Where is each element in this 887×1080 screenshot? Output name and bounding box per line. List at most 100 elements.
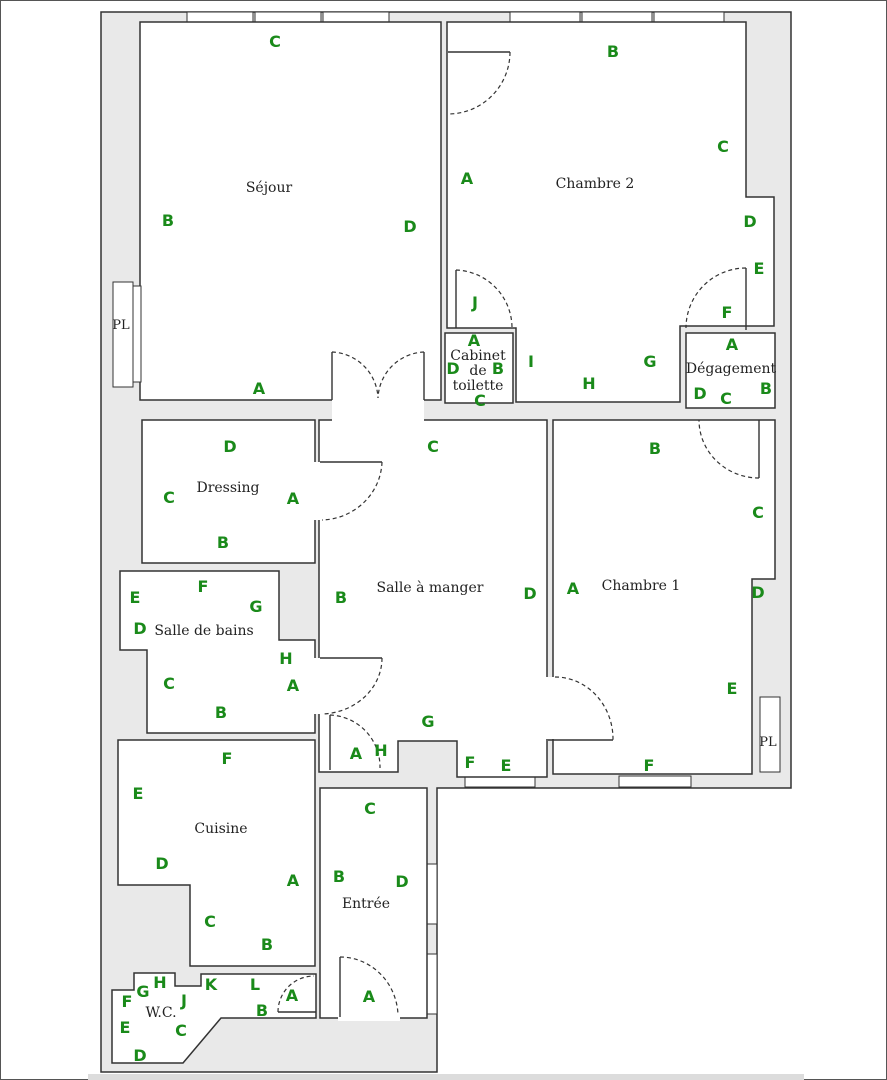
wall-tag: D bbox=[395, 872, 408, 891]
wall-tag: J bbox=[471, 293, 478, 312]
wall-tag: A bbox=[287, 871, 300, 890]
wall-tag: C bbox=[720, 389, 732, 408]
room-wc bbox=[111, 972, 317, 1064]
wall-tag: A bbox=[567, 579, 580, 598]
wall-tag: G bbox=[421, 712, 434, 731]
wall-tag: A bbox=[350, 744, 363, 763]
wall-tag: L bbox=[250, 975, 260, 994]
wall-tag: B bbox=[492, 359, 504, 378]
wall-tag: B bbox=[649, 439, 661, 458]
wall-tag: F bbox=[198, 577, 209, 596]
wall-tags: C B D A B A C D E F G H I J A D B C A D … bbox=[120, 32, 773, 1065]
wall-tag: D bbox=[751, 583, 764, 602]
wall-tag: C bbox=[163, 674, 175, 693]
wall-tag: C bbox=[204, 912, 216, 931]
wall-tag: B bbox=[217, 533, 229, 552]
room-name-chambre-2: Chambre 2 bbox=[556, 176, 635, 192]
wall-tag: A bbox=[461, 169, 474, 188]
wall-tag: G bbox=[136, 982, 149, 1001]
wall-tag: B bbox=[261, 935, 273, 954]
wall-tag: D bbox=[523, 584, 536, 603]
wall-tag: A bbox=[287, 489, 300, 508]
room-names: Séjour Chambre 2 Cabinet de toilette Dég… bbox=[145, 176, 776, 1021]
wall-tag: F bbox=[465, 753, 476, 772]
wall-tag: G bbox=[249, 597, 262, 616]
wall-tag: D bbox=[743, 212, 756, 231]
wall-tag: D bbox=[223, 437, 236, 456]
room-name-entree: Entrée bbox=[342, 896, 390, 912]
wall-tag: D bbox=[446, 359, 459, 378]
wall-tag: G bbox=[643, 352, 656, 371]
wall-tag: C bbox=[752, 503, 764, 522]
room-chambre-1 bbox=[552, 419, 776, 775]
room-name-cabinet-line2: de bbox=[469, 363, 486, 379]
wall-tag: F bbox=[122, 992, 133, 1011]
room-degagement bbox=[685, 332, 776, 409]
bottom-strip bbox=[88, 1074, 804, 1080]
wall-tag: A bbox=[468, 331, 481, 350]
wall-tag: E bbox=[130, 588, 141, 607]
pl-label-left: PL bbox=[112, 318, 130, 333]
wall-tag: B bbox=[607, 42, 619, 61]
room-name-sejour: Séjour bbox=[246, 180, 293, 196]
wall-tag: H bbox=[374, 741, 387, 760]
wall-tag: B bbox=[215, 703, 227, 722]
wall-tag: C bbox=[364, 799, 376, 818]
wall-tag: B bbox=[333, 867, 345, 886]
wall-tag: B bbox=[335, 588, 347, 607]
room-name-wc: W.C. bbox=[145, 1005, 176, 1021]
door-leaves bbox=[278, 51, 760, 1017]
wall-tag: D bbox=[693, 384, 706, 403]
door-swings bbox=[277, 51, 760, 1016]
room-name-dressing: Dressing bbox=[196, 480, 259, 496]
wall-tag: H bbox=[279, 649, 292, 668]
room-sejour bbox=[139, 21, 442, 401]
room-cabinet bbox=[444, 332, 514, 404]
wall-tag: C bbox=[163, 488, 175, 507]
room-dressing bbox=[141, 419, 316, 564]
room-name-salle-a-manger: Salle à manger bbox=[376, 579, 483, 596]
wall-tag: F bbox=[222, 749, 233, 768]
room-name-salle-de-bains: Salle de bains bbox=[154, 623, 253, 639]
wall-tag: K bbox=[205, 975, 218, 994]
wall-tag: E bbox=[120, 1018, 131, 1037]
wall-tag: H bbox=[582, 374, 595, 393]
door-gaps bbox=[314, 399, 555, 1021]
wall-tag: B bbox=[760, 379, 772, 398]
wall-tag: F bbox=[644, 756, 655, 775]
windows-top bbox=[186, 11, 725, 23]
wall-tag: A bbox=[726, 335, 739, 354]
room-chambre-2 bbox=[446, 21, 775, 403]
wall-tag: E bbox=[727, 679, 738, 698]
room-name-chambre-1: Chambre 1 bbox=[602, 578, 681, 594]
wall-tag: J bbox=[180, 991, 187, 1010]
wall-tag: E bbox=[754, 259, 765, 278]
wall-tag: F bbox=[722, 303, 733, 322]
wall-tag: B bbox=[162, 211, 174, 230]
wall-tag: D bbox=[403, 217, 416, 236]
wall-tag: C bbox=[474, 391, 486, 410]
wall-tag: A bbox=[363, 987, 376, 1006]
room-cuisine bbox=[117, 739, 316, 967]
wall-tag: I bbox=[528, 352, 534, 371]
wall-tag: C bbox=[269, 32, 281, 51]
room-name-cuisine: Cuisine bbox=[194, 821, 247, 837]
wall-tag: D bbox=[133, 619, 146, 638]
room-name-degagement: Dégagement bbox=[686, 361, 777, 377]
room-name-cabinet-line1: Cabinet bbox=[450, 348, 506, 364]
pl-boxes bbox=[112, 281, 781, 773]
wall-tag: A bbox=[287, 676, 300, 695]
room-salle-a-manger bbox=[318, 419, 548, 778]
room-entree bbox=[319, 787, 428, 1019]
wall-tag: B bbox=[256, 1001, 268, 1020]
wall-tag: A bbox=[286, 986, 299, 1005]
room-salle-de-bains bbox=[119, 570, 316, 734]
wall-tag: D bbox=[133, 1046, 146, 1065]
wall-tag: C bbox=[175, 1021, 187, 1040]
wall-tag: A bbox=[253, 379, 266, 398]
wall-tag: H bbox=[153, 973, 166, 992]
pl-label-right: PL bbox=[759, 735, 777, 750]
room-name-cabinet-line3: toilette bbox=[453, 378, 504, 394]
